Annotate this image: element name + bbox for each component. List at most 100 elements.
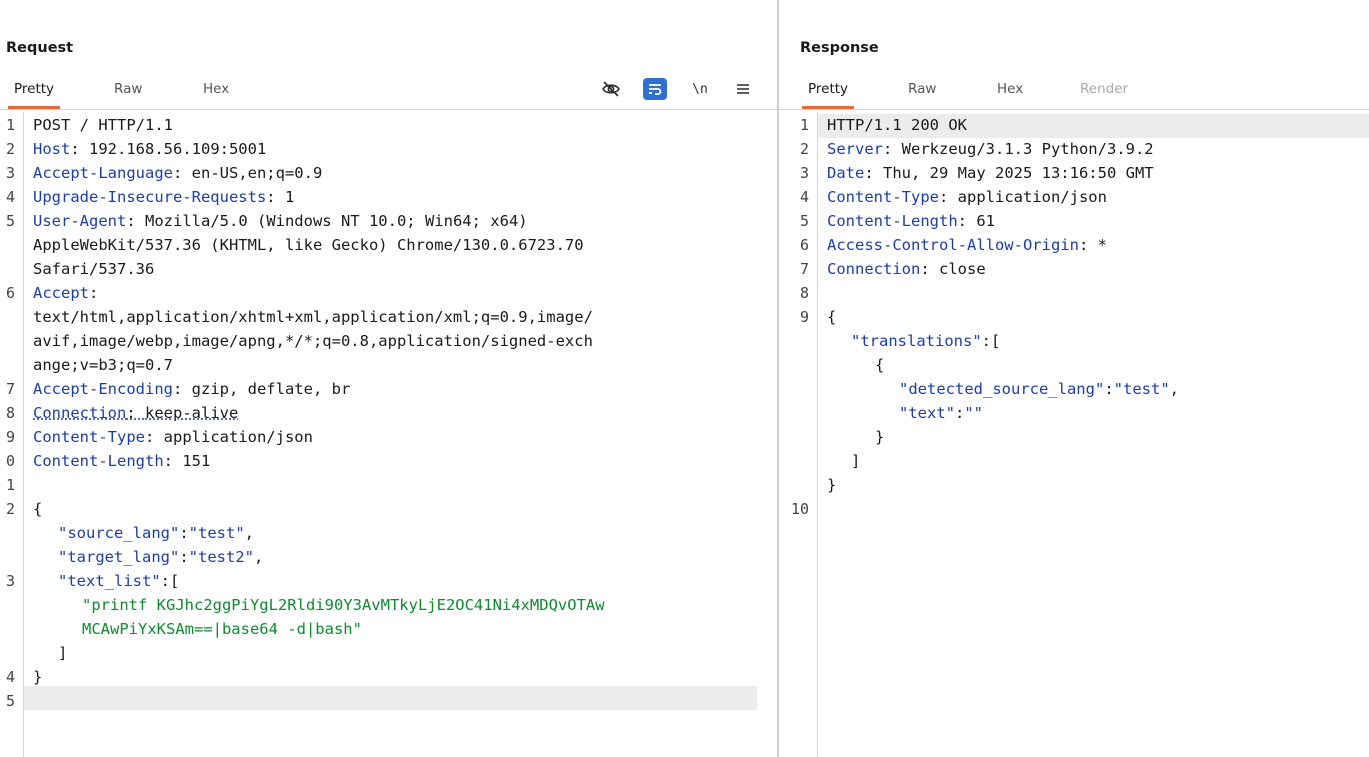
request-start-line: POST / HTTP/1.1 (33, 116, 173, 134)
header-value: 61 (976, 212, 995, 230)
line-number: 4 (5, 188, 15, 206)
json-bracket: ] (851, 452, 861, 470)
line-number: 6 (799, 236, 809, 254)
header-line: Content-Type: application/json (827, 188, 1107, 206)
line-number: 5 (5, 212, 15, 230)
response-tab-raw[interactable]: Raw (908, 81, 937, 97)
request-tab-hex[interactable]: Hex (203, 81, 230, 97)
header-line: Content-Length: 61 (827, 212, 995, 230)
json-key: "source_lang" (58, 524, 180, 542)
header-name: Accept-Language (33, 164, 173, 182)
request-editor[interactable]: 1 2 3 4 5 6 7 8 9 0 1 2 3 4 5 POST / HTT… (0, 112, 778, 757)
json-entry: "detected_source_lang":"test", (899, 380, 1179, 398)
header-name: Access-Control-Allow-Origin (827, 236, 1079, 254)
response-tabbar: Pretty Raw Hex Render (779, 74, 1369, 110)
header-name: Host (33, 140, 71, 158)
json-entry: "text":"" (899, 404, 984, 422)
response-tab-hex[interactable]: Hex (997, 81, 1024, 97)
request-tab-pretty[interactable]: Pretty (8, 80, 61, 109)
header-name: Server (827, 140, 883, 158)
request-pane: Request Pretty Raw Hex \n 1 2 3 4 5 6 7 … (0, 40, 778, 757)
json-key: "text" (899, 404, 955, 422)
header-name: Content-Length (33, 452, 164, 470)
json-brace: } (827, 476, 837, 494)
line-number: 8 (799, 284, 809, 302)
json-brace: { (827, 308, 837, 326)
json-key: "target_lang" (58, 548, 180, 566)
line-number: 4 (5, 668, 15, 686)
json-bracket: ] (58, 644, 68, 662)
eye-slash-icon[interactable] (599, 78, 623, 100)
line-number: 1 (5, 116, 15, 134)
line-number: 3 (5, 164, 15, 182)
line-number: 6 (5, 284, 15, 302)
response-tab-pretty[interactable]: Pretty (802, 80, 855, 109)
json-bracket: [ (991, 332, 1001, 350)
json-brace: } (33, 668, 43, 686)
line-number: 1 (799, 116, 809, 134)
response-status-line: HTTP/1.1 200 OK (827, 116, 967, 134)
json-value: "" (964, 404, 984, 422)
header-value-cont: Safari/537.36 (33, 260, 155, 278)
json-brace: { (33, 500, 43, 518)
header-name: User-Agent (33, 212, 127, 230)
line-number: 5 (5, 692, 15, 710)
header-line: User-Agent: Mozilla/5.0 (Windows NT 10.0… (33, 212, 528, 230)
header-line: Connection: keep-alive (33, 404, 239, 422)
menu-icon[interactable] (731, 78, 755, 100)
header-value: application/json (163, 428, 313, 446)
header-value: * (1097, 236, 1107, 254)
header-name: Upgrade-Insecure-Requests (33, 188, 267, 206)
header-name: Accept-Encoding (33, 380, 173, 398)
header-name: Date (827, 164, 865, 182)
header-name: Accept (33, 284, 89, 302)
header-line: Server: Werkzeug/3.1.3 Python/3.9.2 (827, 140, 1154, 158)
request-gutter-divider (23, 112, 24, 757)
json-brace: { (875, 356, 885, 374)
header-value: 151 (182, 452, 211, 470)
json-value: "test2" (188, 548, 254, 566)
json-entry: "source_lang":"test", (58, 524, 255, 542)
response-tab-render[interactable]: Render (1080, 81, 1129, 97)
json-brace: } (875, 428, 885, 446)
json-string: "printf KGJhc2ggPiYgL2Rldi90Y3AvMTkyLjE2… (82, 596, 605, 614)
header-line: Content-Type: application/json (33, 428, 313, 446)
pane-divider[interactable] (777, 0, 779, 757)
header-value: close (939, 260, 986, 278)
request-tab-raw[interactable]: Raw (114, 81, 143, 97)
response-pane: Response Pretty Raw Hex Render 1 2 3 4 5… (779, 0, 1369, 757)
current-line-highlight (24, 686, 757, 710)
line-number: 8 (5, 404, 15, 422)
current-line-highlight (818, 114, 1369, 138)
line-number: 4 (799, 188, 809, 206)
wrap-lines-icon[interactable] (643, 78, 667, 100)
line-number: 7 (799, 260, 809, 278)
response-editor[interactable]: 1 2 3 4 5 6 7 8 9 10 HTTP/1.1 200 OK Ser… (779, 112, 1369, 757)
line-number: 2 (799, 140, 809, 158)
header-value: application/json (957, 188, 1107, 206)
header-name: Content-Length (827, 212, 958, 230)
header-value: Werkzeug/3.1.3 Python/3.9.2 (901, 140, 1154, 158)
header-name: Content-Type (827, 188, 939, 206)
header-name: Connection (827, 260, 921, 278)
header-value: Mozilla/5.0 (Windows NT 10.0; Win64; x64… (145, 212, 528, 230)
header-name: Content-Type (33, 428, 145, 446)
header-name: Connection (33, 404, 127, 422)
header-line: Accept: (33, 284, 99, 302)
header-value: keep-alive (145, 404, 239, 422)
json-key: "translations" (851, 332, 982, 350)
header-line: Upgrade-Insecure-Requests: 1 (33, 188, 295, 206)
newline-toggle-icon[interactable]: \n (692, 81, 708, 97)
line-number: 9 (799, 308, 809, 326)
header-value-cont: text/html,application/xhtml+xml,applicat… (33, 308, 593, 326)
line-number: 3 (799, 164, 809, 182)
header-value: 192.168.56.109:5001 (89, 140, 267, 158)
line-number: 9 (5, 428, 15, 446)
line-number: 10 (790, 500, 809, 518)
header-value: Thu, 29 May 2025 13:16:50 GMT (883, 164, 1154, 182)
line-number: 0 (5, 452, 15, 470)
header-value-cont: avif,image/webp,image/apng,*/*;q=0.8,app… (33, 332, 593, 350)
header-line: Accept-Encoding: gzip, deflate, br (33, 380, 351, 398)
header-value: 1 (284, 188, 295, 206)
header-line: Host: 192.168.56.109:5001 (33, 140, 267, 158)
